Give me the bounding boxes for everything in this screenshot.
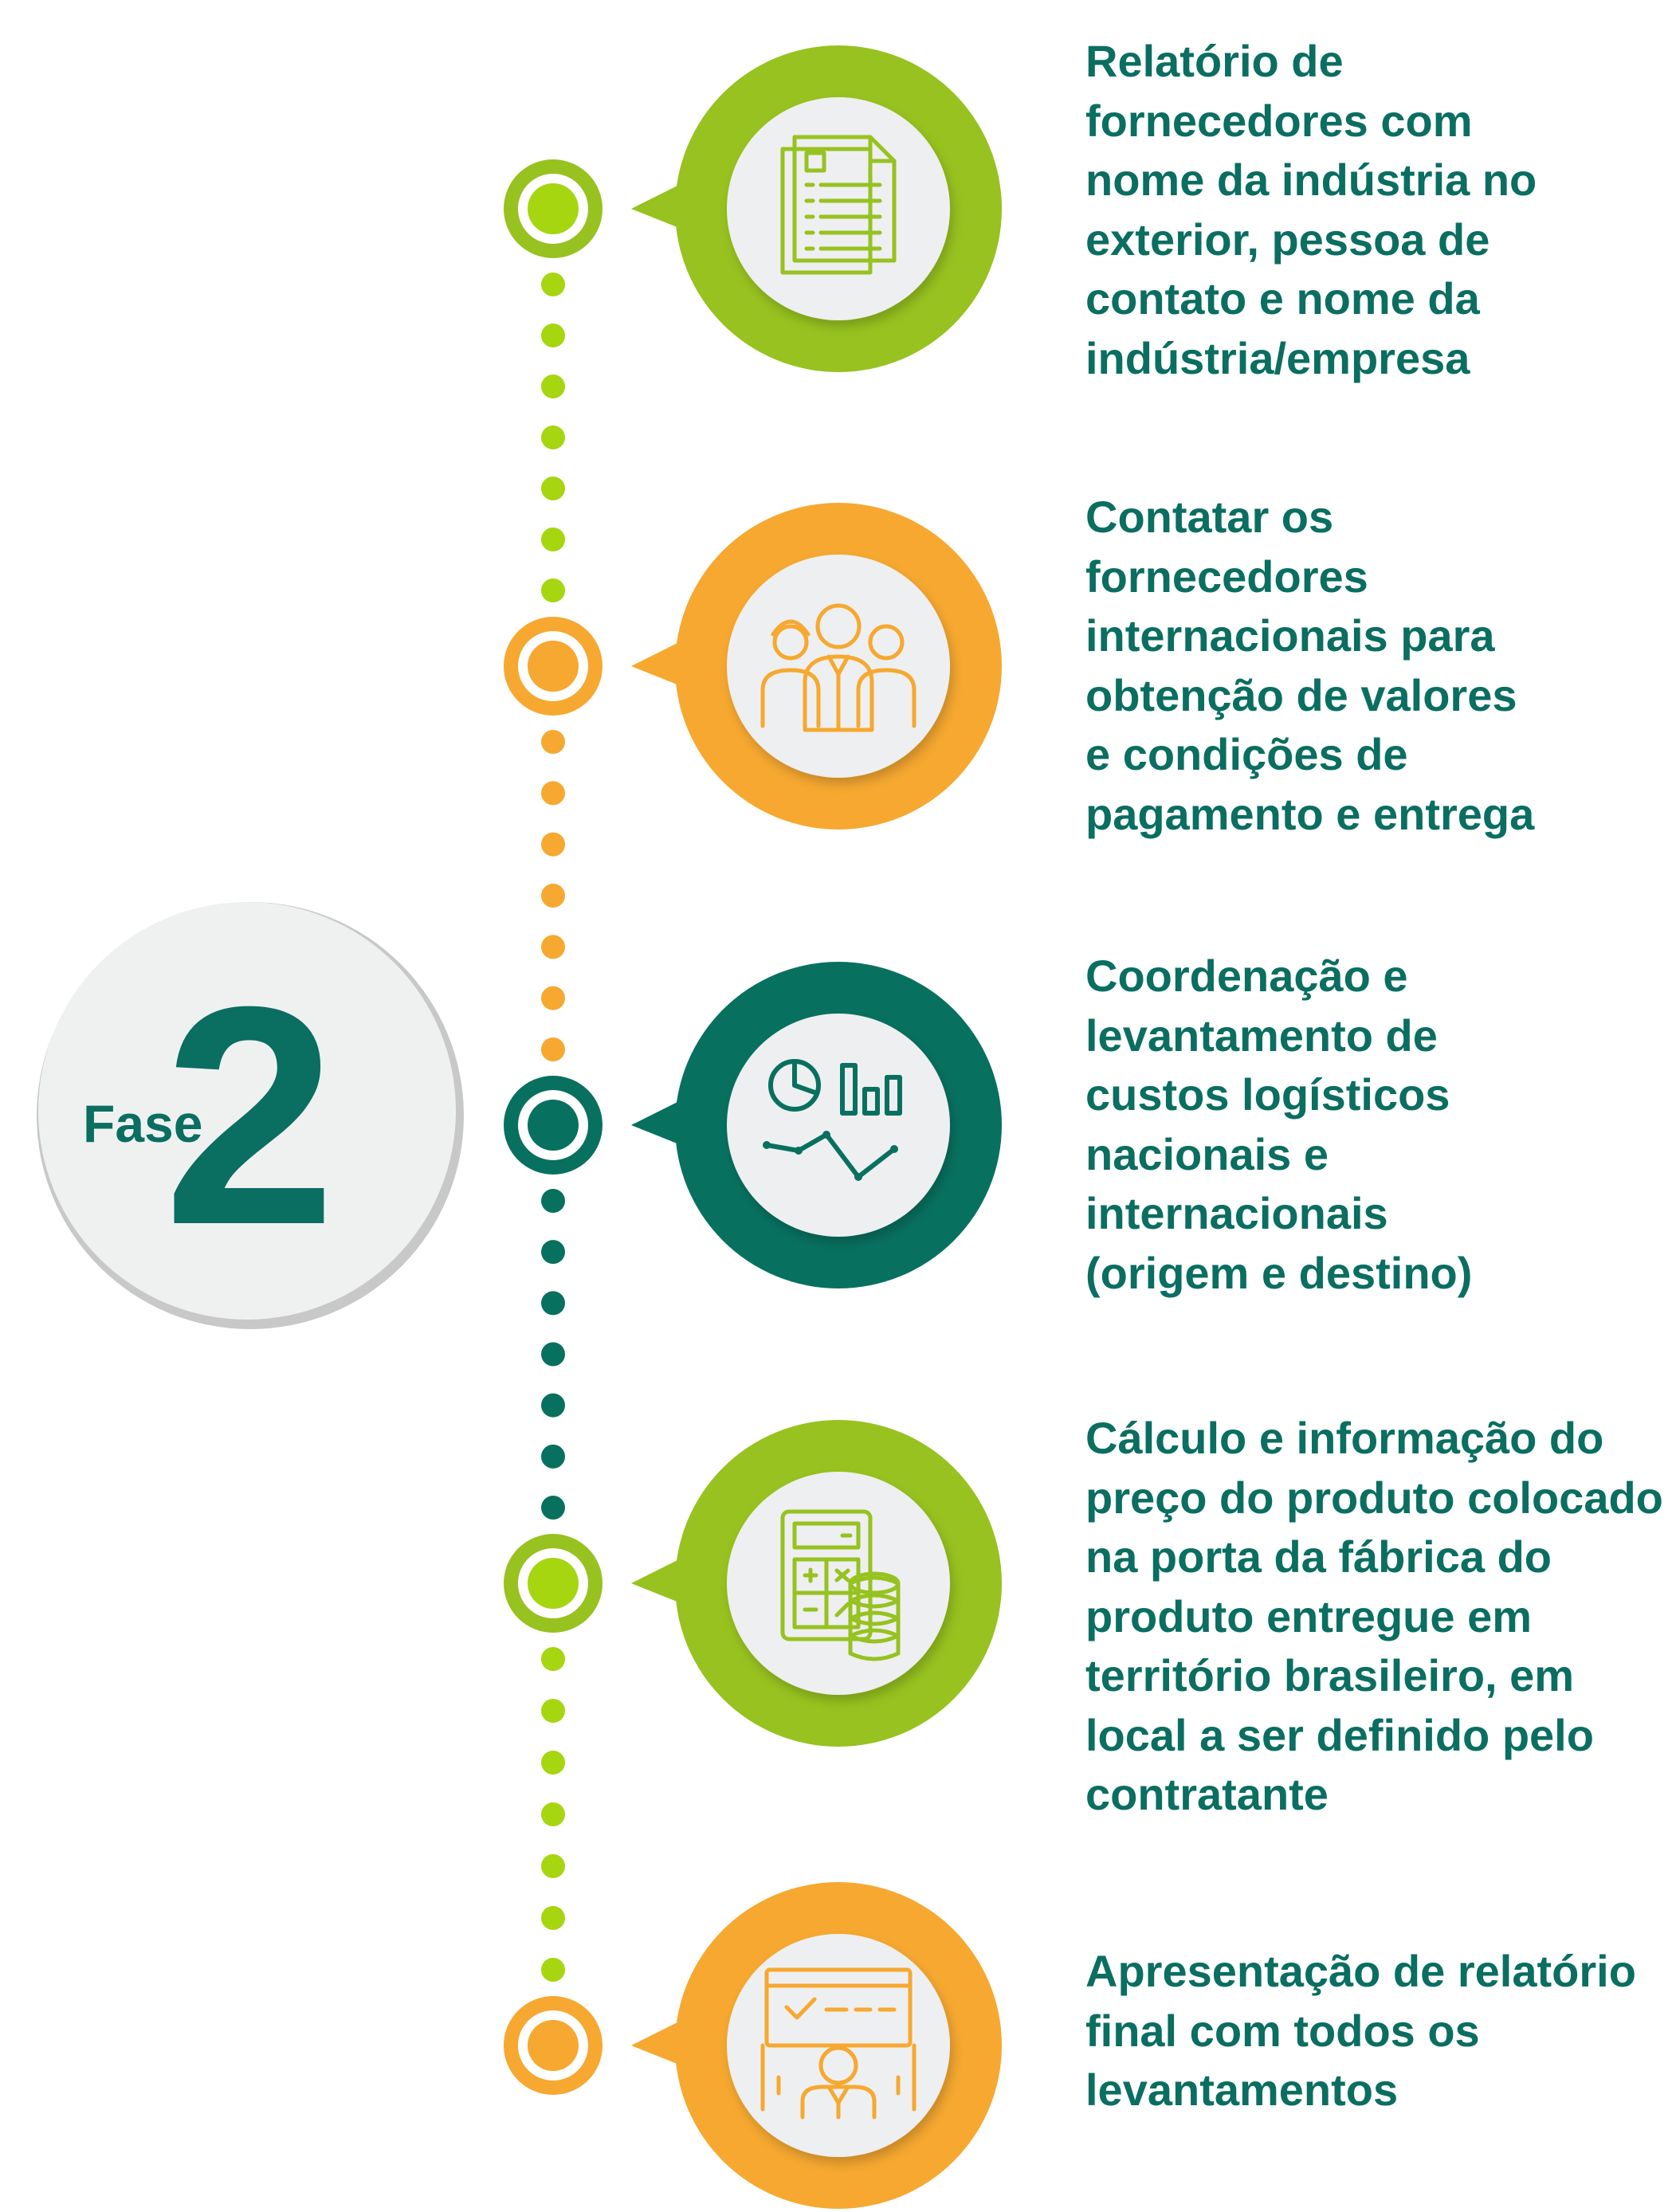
timeline-dot xyxy=(541,426,565,449)
step-3-line: Coordenação e xyxy=(1085,951,1408,1001)
step-4-line: preço do produto colocado xyxy=(1085,1472,1663,1523)
timeline-dot xyxy=(541,273,565,296)
step-3-line: levantamento de xyxy=(1085,1010,1438,1061)
step-2-line: Contatar os xyxy=(1085,492,1334,542)
timeline-dot xyxy=(541,1291,565,1316)
timeline-dot xyxy=(541,935,565,959)
step-2 xyxy=(504,503,1002,830)
timeline-dot xyxy=(541,1342,565,1367)
step-4 xyxy=(504,1420,1002,1747)
timeline-dot xyxy=(541,1699,565,1723)
step-3-text: Coordenação e levantamento de custos log… xyxy=(1085,947,1671,1303)
timeline-dot xyxy=(541,1802,565,1826)
step-1-line: Relatório de xyxy=(1085,36,1344,86)
step-3-line: custos logísticos xyxy=(1085,1069,1450,1120)
step-1-line: nome da indústria no xyxy=(1085,155,1537,205)
step-1-line: exterior, pessoa de xyxy=(1085,214,1490,265)
step-marker-core xyxy=(528,1558,579,1609)
timeline-dot xyxy=(541,986,565,1010)
step-bubble-inner xyxy=(727,1014,950,1237)
timeline-steps xyxy=(504,45,1002,2209)
timeline-dot xyxy=(541,578,565,602)
timeline-dot xyxy=(541,1189,565,1213)
step-5-line: final com todos os xyxy=(1085,2005,1480,2056)
timeline-dot xyxy=(541,1906,565,1930)
timeline-dot xyxy=(541,1647,565,1671)
timeline-dot xyxy=(541,375,565,398)
timeline-dot xyxy=(541,1958,565,1982)
step-5-line: levantamentos xyxy=(1085,2065,1399,2115)
step-bubble-inner xyxy=(727,555,950,778)
timeline-dot xyxy=(541,1751,565,1775)
step-1-line: fornecedores com xyxy=(1085,95,1473,146)
timeline-dot xyxy=(541,781,565,806)
step-4-text: Cálculo e informação do preço do produto… xyxy=(1085,1409,1671,1825)
timeline-dot xyxy=(541,730,565,754)
timeline-dot xyxy=(541,832,565,857)
timeline-dot xyxy=(541,1444,565,1469)
step-marker-core xyxy=(528,641,579,692)
timeline-dot xyxy=(541,1037,565,1061)
step-bubble-inner xyxy=(727,97,950,320)
step-3 xyxy=(504,962,1002,1288)
step-1-text: Relatório de fornecedores com nome da in… xyxy=(1085,32,1671,388)
step-4-line: produto entregue em xyxy=(1085,1590,1533,1641)
timeline-dot xyxy=(541,1240,565,1265)
timeline-dot xyxy=(541,528,565,551)
timeline-dot xyxy=(541,884,565,908)
step-marker-core xyxy=(528,1100,579,1151)
phase-number: 2 xyxy=(163,942,336,1289)
step-4-line: território brasileiro, em xyxy=(1085,1650,1575,1700)
timeline-dot xyxy=(541,1393,565,1418)
timeline-dot xyxy=(541,324,565,347)
step-marker-core xyxy=(528,183,579,234)
step-2-line: fornecedores xyxy=(1085,551,1368,602)
timeline-dot xyxy=(541,1496,565,1520)
step-5-text: Apresentação de relatório final com todo… xyxy=(1085,1942,1671,2120)
step-1 xyxy=(504,45,1002,372)
step-2-line: pagamento e entrega xyxy=(1085,788,1535,839)
step-4-line: local a ser definido pelo xyxy=(1085,1709,1594,1760)
step-2-text: Contatar os fornecedores internacionais … xyxy=(1085,488,1671,844)
step-marker-core xyxy=(528,2020,579,2071)
phase-circle xyxy=(37,902,464,1329)
step-4-line: contratante xyxy=(1085,1769,1329,1819)
step-3-line: nacionais e xyxy=(1085,1128,1329,1179)
timeline-dot xyxy=(541,477,565,500)
step-2-line: internacionais para xyxy=(1085,610,1495,661)
calculator-coins-icon xyxy=(780,1509,901,1661)
step-bubble-inner xyxy=(727,1472,950,1695)
step-4-line: na porta da fábrica do xyxy=(1085,1532,1552,1582)
step-2-line: e condições de xyxy=(1085,729,1408,779)
timeline-connectors xyxy=(541,273,565,1982)
presentation-report-icon xyxy=(760,1967,917,2120)
step-4-line: Cálculo e informação do xyxy=(1085,1413,1604,1463)
timeline-dot xyxy=(541,1854,565,1878)
step-1-line: indústria/empresa xyxy=(1085,332,1470,383)
step-5 xyxy=(504,1882,1002,2209)
step-2-line: obtenção de valores xyxy=(1085,669,1517,720)
step-1-line: contato e nome da xyxy=(1085,273,1480,324)
step-3-line: internacionais xyxy=(1085,1188,1388,1238)
document-list-icon xyxy=(780,135,897,275)
step-5-line: Apresentação de relatório xyxy=(1085,1946,1636,1996)
step-3-line: (origem e destino) xyxy=(1085,1247,1473,1298)
phase-label: Fase xyxy=(83,1094,203,1153)
people-group-icon xyxy=(760,603,917,732)
analytics-chart-icon xyxy=(763,1059,902,1181)
